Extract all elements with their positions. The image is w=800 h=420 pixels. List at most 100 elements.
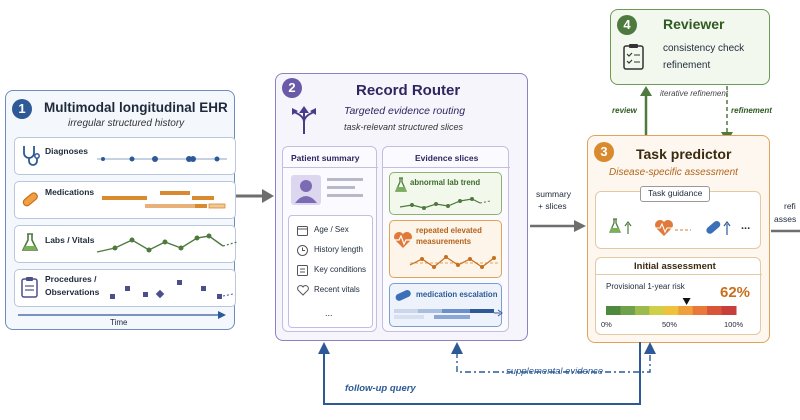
risk-gauge-segment bbox=[663, 306, 679, 315]
output-label-1: refi bbox=[784, 201, 796, 211]
output-label-2: asses bbox=[774, 214, 797, 224]
risk-gauge-segment bbox=[620, 306, 636, 315]
scale-100: 100% bbox=[724, 320, 744, 329]
refinement-label: refinement bbox=[731, 106, 772, 115]
diagnoses-timeline bbox=[97, 156, 227, 162]
medications-label: Medications bbox=[45, 187, 95, 197]
diagnoses-label: Diagnoses bbox=[45, 146, 88, 156]
pill-icon bbox=[395, 290, 411, 301]
risk-gauge-segment bbox=[721, 306, 737, 315]
router-title: Record Router bbox=[356, 82, 461, 99]
evidence-slices-card: Evidence slices abnormal lab trend repea… bbox=[382, 146, 510, 332]
labs-timeline bbox=[96, 233, 238, 253]
labs-vitals-row: Labs / Vitals bbox=[14, 225, 238, 263]
record-router-panel: 2 Record Router Targeted evidence routin… bbox=[275, 73, 528, 341]
predictor-subtitle: Disease-specific assessment bbox=[609, 167, 738, 178]
slice-abnormal-lab-trend: abnormal lab trend bbox=[389, 172, 502, 215]
follow-up-query-arrow bbox=[318, 342, 641, 405]
step-number-1: 1 bbox=[12, 99, 32, 119]
output-arrow bbox=[771, 229, 800, 233]
summary-slices-label-2: + slices bbox=[538, 201, 567, 211]
predictor-title: Task predictor bbox=[636, 146, 732, 162]
medication-escalation-bars bbox=[394, 309, 503, 319]
clipboard-icon bbox=[21, 277, 38, 298]
task-guidance-box: Task guidance ... bbox=[595, 186, 761, 249]
elevated-sparkline bbox=[409, 255, 500, 269]
guidance-more: ... bbox=[741, 220, 751, 232]
heart-pulse-icon bbox=[655, 220, 691, 236]
checklist-icon bbox=[623, 44, 644, 70]
risk-gauge-segment bbox=[678, 306, 694, 315]
router-subtitle-2: task-relevant structured slices bbox=[344, 122, 464, 132]
task-predictor-panel: 3 Task predictor Disease-specific assess… bbox=[587, 135, 770, 343]
slice-medication-escalation: medication escalation bbox=[389, 283, 503, 327]
risk-gauge bbox=[606, 298, 737, 315]
lab-up-icon bbox=[608, 218, 632, 234]
reviewer-item-consistency: consistency check bbox=[663, 43, 745, 54]
patient-attributes-list: Age / Sex History length Key conditions bbox=[288, 215, 373, 328]
time-label: Time bbox=[110, 318, 128, 327]
risk-gauge-segment bbox=[692, 306, 708, 315]
router-subtitle-1: Targeted evidence routing bbox=[344, 105, 466, 117]
labs-vitals-label: Labs / Vitals bbox=[45, 235, 95, 245]
procedures-label: Procedures / bbox=[45, 274, 97, 284]
task-guidance-label: Task guidance bbox=[648, 188, 703, 198]
risk-gauge-segment bbox=[649, 306, 665, 315]
risk-marker bbox=[682, 298, 691, 305]
reviewer-panel: 4 Reviewer consistency check refinement bbox=[610, 9, 770, 85]
risk-value: 62% bbox=[720, 284, 751, 301]
medication-up-icon bbox=[706, 220, 731, 235]
pill-icon bbox=[22, 192, 38, 207]
flask-icon bbox=[394, 177, 408, 192]
avatar bbox=[291, 175, 321, 205]
patient-summary-header: Patient summary bbox=[291, 153, 360, 163]
slice-repeated-elevated-measurements: repeated elevated measurements bbox=[389, 220, 502, 278]
risk-gauge-segment bbox=[606, 306, 621, 315]
iterative-refinement-label: iterative refinement bbox=[660, 89, 729, 98]
arrow-ehr-to-router bbox=[236, 189, 274, 203]
patient-summary-card: Patient summary Age / Sex bbox=[282, 146, 378, 332]
procedures-timeline bbox=[110, 280, 234, 299]
heart-pulse-icon bbox=[394, 232, 412, 248]
task-guidance-tag bbox=[640, 186, 710, 202]
arrow-router-to-predictor bbox=[530, 220, 586, 232]
time-axis-arrow bbox=[18, 311, 226, 319]
list-icon bbox=[297, 265, 308, 276]
reviewer-item-refinement: refinement bbox=[663, 60, 711, 71]
procedures-row: Procedures / Observations bbox=[14, 269, 236, 307]
step-number-3: 3 bbox=[594, 142, 614, 162]
reviewer-title: Reviewer bbox=[663, 16, 725, 32]
risk-gauge-segment bbox=[634, 306, 650, 315]
attr-recent-vitals: Recent vitals bbox=[297, 282, 375, 302]
summary-text-lines bbox=[327, 178, 363, 197]
initial-assessment-title: Initial assessment bbox=[634, 261, 716, 272]
supplemental-evidence-label: supplemental evidence bbox=[506, 366, 604, 377]
follow-up-query-label: follow-up query bbox=[345, 383, 416, 394]
step-number-4: 4 bbox=[617, 15, 637, 35]
initial-assessment-box: Initial assessment Provisional 1-year ri… bbox=[595, 257, 762, 335]
medications-timeline bbox=[102, 191, 226, 209]
evidence-slices-header: Evidence slices bbox=[415, 153, 479, 163]
flask-icon bbox=[21, 233, 39, 251]
review-arrow bbox=[640, 86, 652, 142]
risk-label: Provisional 1-year risk bbox=[606, 282, 685, 291]
scale-50: 50% bbox=[662, 320, 678, 329]
risk-gauge-segment bbox=[707, 306, 723, 315]
step-number-2: 2 bbox=[282, 78, 302, 98]
review-label: review bbox=[612, 106, 637, 115]
medications-row: Medications bbox=[14, 181, 236, 219]
scale-0: 0% bbox=[601, 320, 612, 329]
diagnoses-row: Diagnoses bbox=[14, 137, 236, 175]
attr-more: ... bbox=[325, 308, 333, 318]
routing-icon bbox=[292, 106, 316, 134]
summary-slices-label-1: summary bbox=[536, 189, 571, 199]
clock-icon bbox=[297, 245, 308, 256]
calendar-icon bbox=[297, 226, 308, 236]
ehr-subtitle: irregular structured history bbox=[68, 118, 185, 129]
attr-history-length: History length bbox=[297, 242, 375, 262]
observations-label: Observations bbox=[45, 287, 100, 297]
supplemental-evidence-arrow bbox=[451, 342, 656, 373]
lab-trend-sparkline bbox=[399, 197, 491, 210]
attr-key-conditions: Key conditions bbox=[297, 262, 375, 282]
heart-pulse-icon bbox=[297, 285, 309, 296]
